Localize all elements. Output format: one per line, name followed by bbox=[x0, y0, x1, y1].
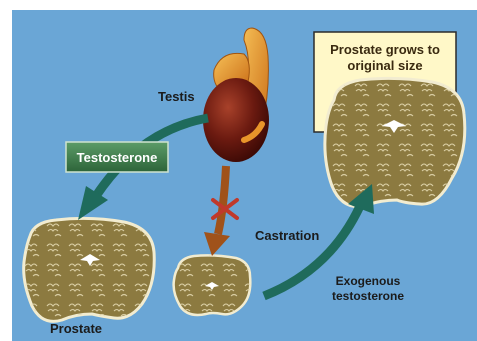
castration-label: Castration bbox=[255, 228, 319, 243]
prostate-label: Prostate bbox=[50, 321, 102, 336]
testis-label: Testis bbox=[158, 89, 195, 104]
exogenous-line-1: Exogenous bbox=[336, 274, 401, 288]
prostate-atrophied bbox=[174, 255, 251, 315]
callout-line-2: original size bbox=[347, 58, 422, 73]
testis-body bbox=[203, 78, 269, 162]
testosterone-label: Testosterone bbox=[77, 150, 158, 165]
exogenous-line-2: testosterone bbox=[332, 289, 404, 303]
prostate-large bbox=[325, 78, 465, 206]
left-strip bbox=[0, 0, 12, 341]
top-strip bbox=[0, 0, 477, 10]
testosterone-box: Testosterone bbox=[66, 142, 168, 172]
prostate-normal bbox=[24, 218, 155, 321]
callout-line-1: Prostate grows to bbox=[330, 42, 440, 57]
